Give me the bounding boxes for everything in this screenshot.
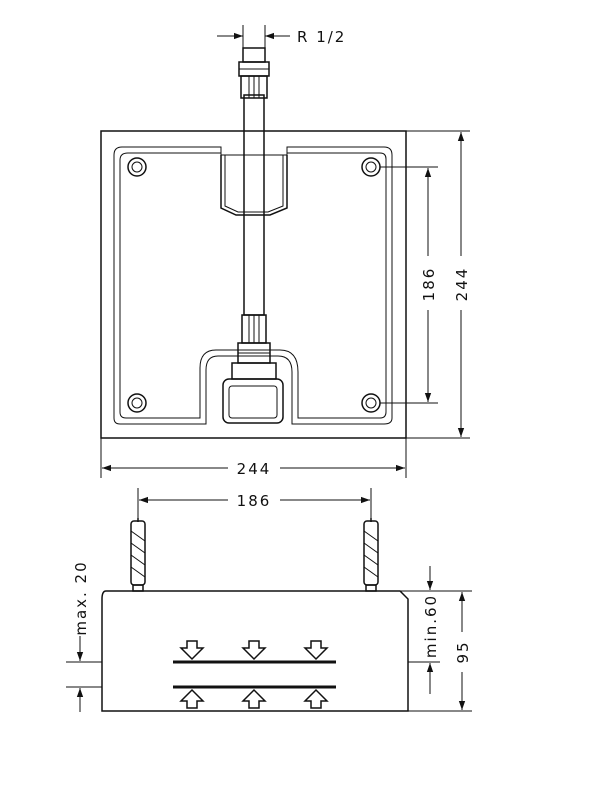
valve-housing [220,155,288,216]
screw-hole-tl [127,157,147,177]
supply-pipe [222,47,284,424]
screw-hole-br [361,393,381,413]
width-186-dimension: 186 [137,488,372,518]
max-depth-label: max. 20 [72,560,90,635]
screw-hole-tr [361,157,381,177]
outer-plate [100,130,407,439]
height-95-dimension: 95 [408,590,472,712]
wall-anchor-right [363,518,379,592]
thread-label: R 1/2 [297,28,346,46]
compression-arrows-up [179,688,329,709]
top-view: R 1/2 244 186 244 [100,25,471,478]
width-244-label: 244 [237,460,272,478]
front-view: 186 [66,488,472,712]
height-186-label: 186 [420,267,438,302]
height-244-dimension: 244 [406,130,471,439]
min-depth-dimension: min.60 [378,566,440,694]
concealed-box [101,590,409,712]
height-186-dimension: 186 [380,166,438,404]
max-depth-dimension: max. 20 [66,560,102,712]
width-244-dimension: 244 [100,438,407,478]
height-95-label: 95 [454,640,472,663]
min-depth-label: min.60 [422,594,440,658]
compression-arrows-down [179,640,329,661]
inner-frame [113,146,393,425]
inner-frame-inner [119,152,387,419]
width-186-label: 186 [237,492,272,510]
thread-dimension: R 1/2 [217,25,346,48]
wall-anchor-left [130,518,146,592]
screw-hole-bl [127,393,147,413]
height-244-label: 244 [453,267,471,302]
